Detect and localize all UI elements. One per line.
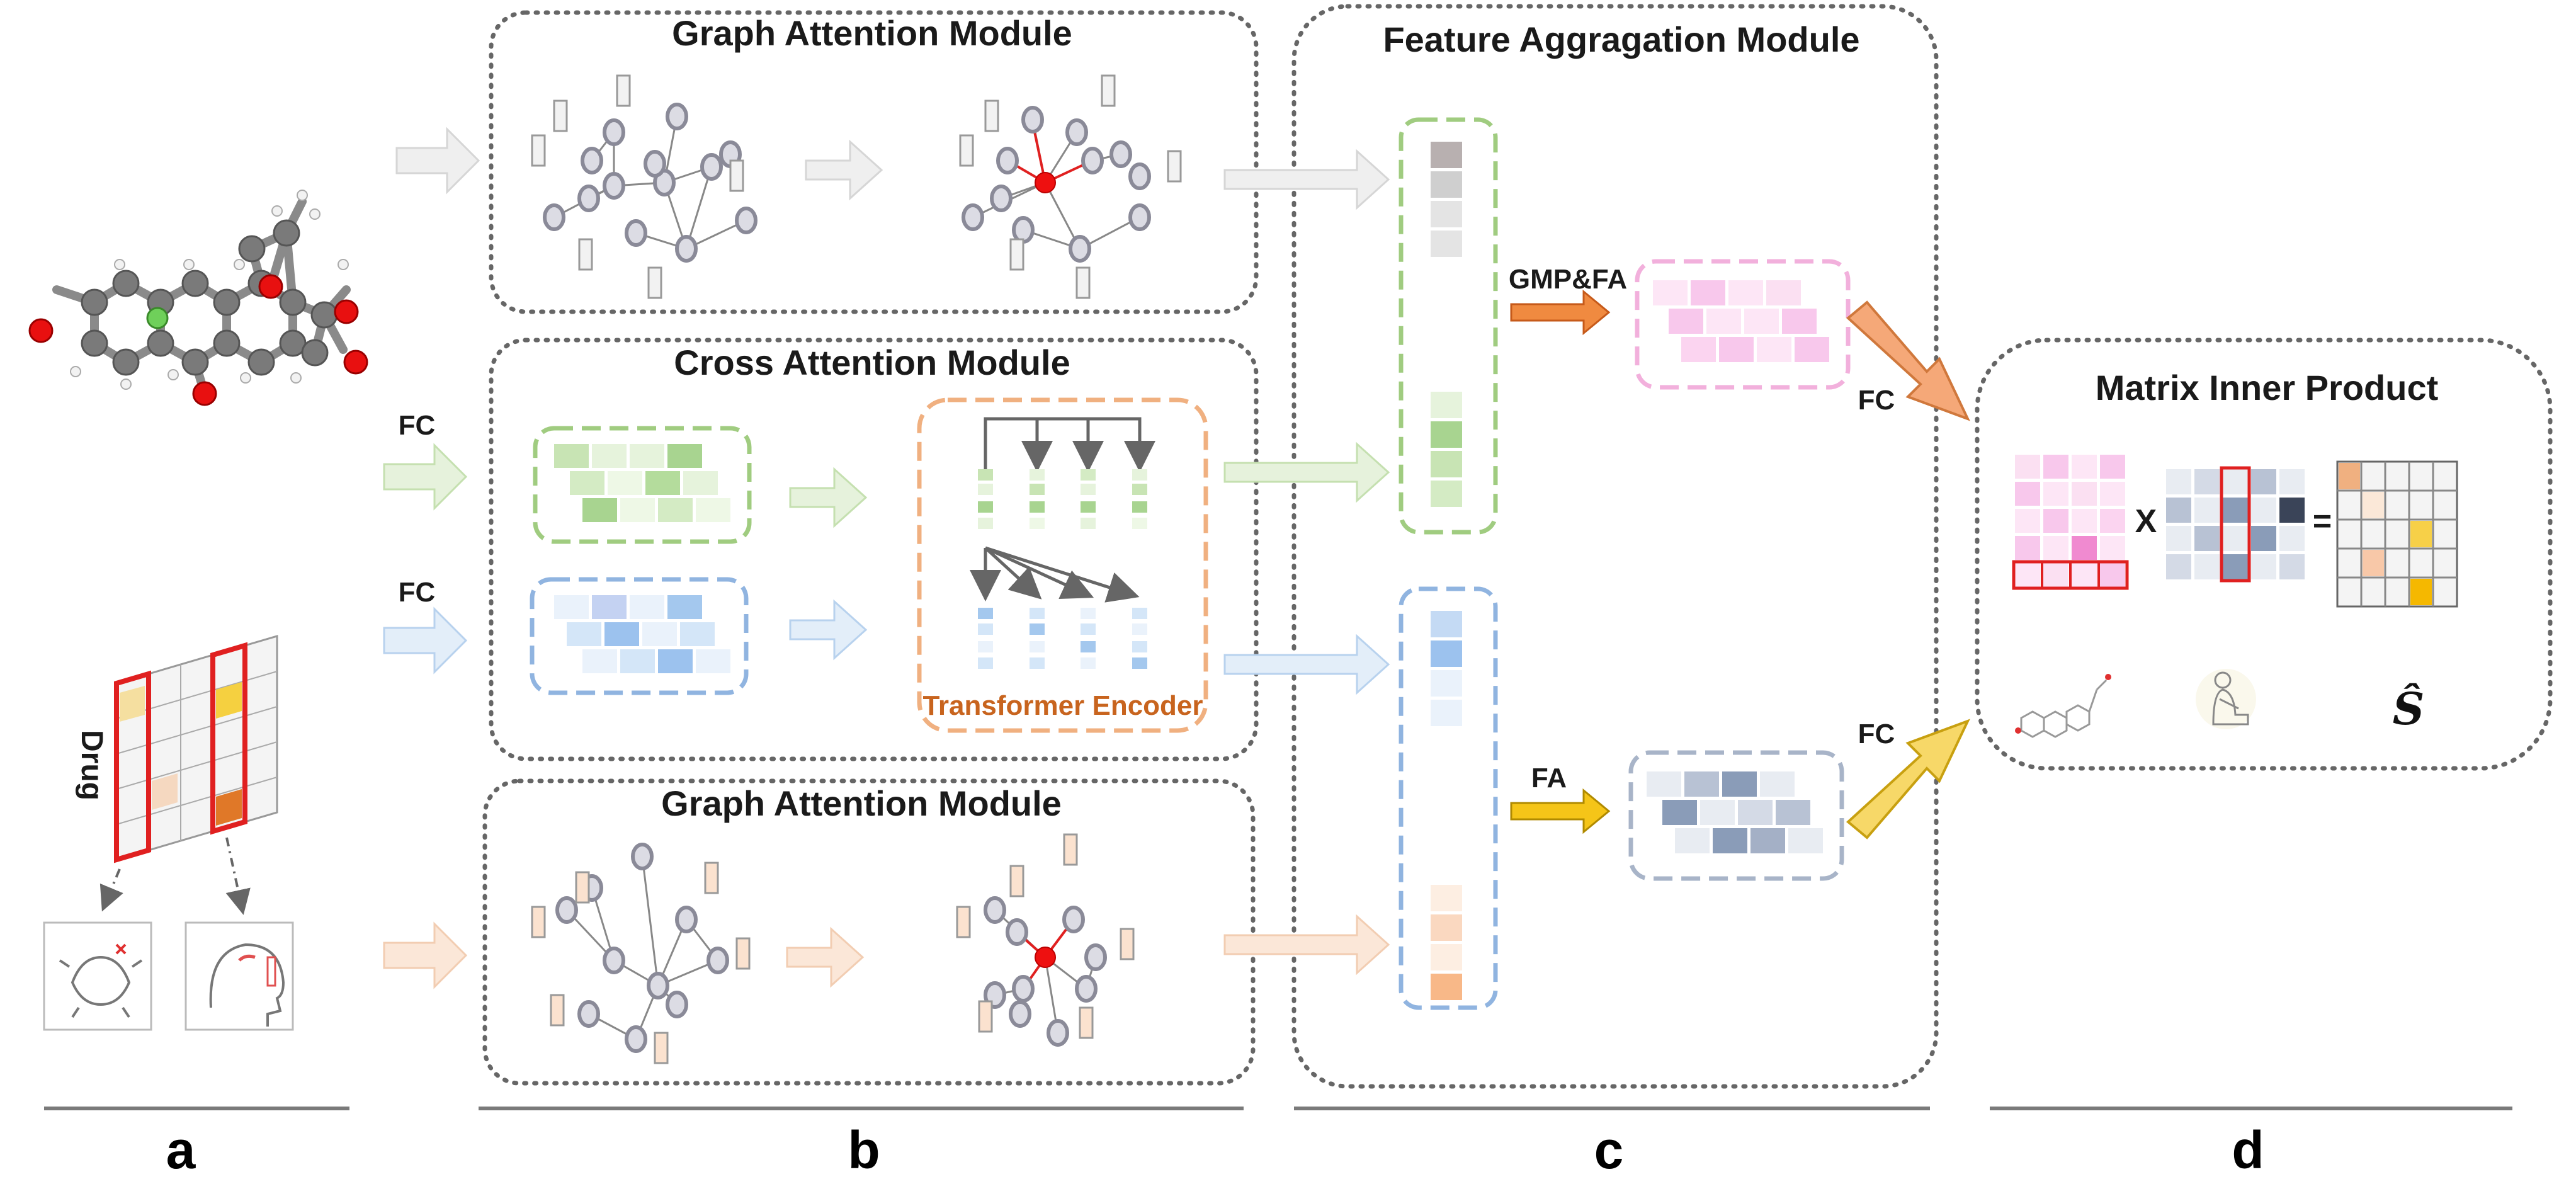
feature-aggregation-title: Feature Aggragation Module (1383, 20, 1859, 59)
fa-label: FA (1531, 763, 1567, 794)
cross-attention-title: Cross Attention Module (674, 343, 1070, 382)
fc-label-2: FC (399, 577, 436, 608)
fc-label-3: FC (1858, 385, 1895, 416)
drug-molecule-image (28, 190, 368, 406)
fc-label-4: FC (1858, 719, 1895, 749)
panel-label-a: a (166, 1120, 196, 1180)
drug-aggregate-column (1399, 117, 1498, 535)
patient-icon (2196, 669, 2256, 729)
graph-top-left (553, 116, 747, 250)
drug-label: Drug (75, 730, 108, 800)
drug-feature-box-green (533, 426, 752, 544)
fc-label-1: FC (399, 410, 436, 441)
panel-label-c: c (1594, 1120, 1624, 1180)
side-effect-icon-1 (43, 921, 152, 1031)
graph-attention-title-top: Graph Attention Module (672, 13, 1072, 53)
equals-symbol: = (2313, 503, 2332, 540)
matrix-inner-product-module (1975, 338, 2553, 771)
se-feature-box-blue (530, 577, 749, 695)
graph-attention-module-bottom (482, 778, 1256, 1086)
transformer-encoder-box (917, 397, 1208, 733)
graph-top-right (972, 119, 1140, 250)
s-hat-symbol: Ŝ (2393, 683, 2425, 735)
drug-side-effect-matrix (114, 634, 278, 863)
feature-aggregation-module (1291, 4, 1939, 1089)
panel-label-d: d (2232, 1120, 2264, 1180)
graph-attention-title-bottom: Graph Attention Module (661, 783, 1062, 823)
times-symbol: X (2135, 503, 2157, 540)
gmp-fa-label: GMP&FA (1509, 264, 1627, 295)
small-molecule-icon (2015, 674, 2111, 738)
matrix-inner-product-title: Matrix Inner Product (2096, 368, 2439, 407)
panel-label-b: b (848, 1120, 880, 1180)
side-effect-icon-2 (184, 921, 294, 1031)
se-final-feature-box (1628, 750, 1844, 881)
cross-attention-module (489, 338, 1259, 761)
drug-final-feature-box (1635, 259, 1851, 390)
se-aggregate-column (1399, 586, 1498, 1010)
transformer-encoder-label: Transformer Encoder (922, 690, 1203, 721)
drug-embedding-matrix (2012, 455, 2129, 590)
graph-attention-module-top (489, 10, 1259, 314)
predicted-score-matrix (2336, 460, 2458, 608)
se-embedding-matrix (2166, 466, 2305, 583)
